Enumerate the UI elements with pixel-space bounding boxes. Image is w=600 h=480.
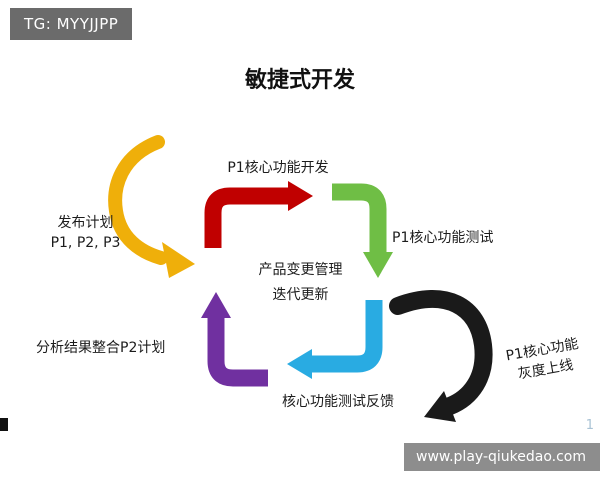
watermark-badge: TG: MYYJJPP xyxy=(10,8,133,40)
page-number: 1 xyxy=(585,418,594,433)
footer-url-bar: www.play-qiukedao.com xyxy=(404,443,600,471)
green-arrowhead xyxy=(363,252,393,278)
green-arrow xyxy=(332,183,387,252)
yellow-arrowhead xyxy=(162,242,195,278)
label-core-feature-dev: P1核心功能开发 xyxy=(227,160,329,176)
footer-url-text: www.play-qiukedao.com xyxy=(416,449,586,465)
red-arrowhead xyxy=(288,181,313,211)
blue-arrow xyxy=(312,300,383,373)
release-plan-line-2: P1, P2, P3 xyxy=(50,235,121,252)
purple-arrowhead xyxy=(201,292,231,318)
yellow-arrow xyxy=(108,135,168,265)
center-line-1: 产品变更管理 xyxy=(258,262,343,278)
diagram-title: 敏捷式开发 xyxy=(244,68,355,93)
label-core-feature-test: P1核心功能测试 xyxy=(392,230,494,246)
purple-arrow xyxy=(207,318,268,387)
black-arrowhead xyxy=(424,391,456,422)
label-center-change-management: 产品变更管理 迭代更新 xyxy=(228,258,373,308)
label-test-feedback: 核心功能测试反馈 xyxy=(282,394,394,410)
center-line-2: 迭代更新 xyxy=(272,287,329,304)
label-analysis-p2-plan: 分析结果整合P2计划 xyxy=(36,340,166,356)
label-release-plan: 发布计划 P1, P2, P3 xyxy=(28,213,143,254)
black-arrow xyxy=(389,290,493,415)
release-plan-line-1: 发布计划 xyxy=(57,215,114,231)
blue-arrowhead xyxy=(287,349,312,379)
red-arrow xyxy=(204,187,288,248)
corner-artifact xyxy=(0,418,8,431)
watermark-text: TG: MYYJJPP xyxy=(24,15,119,33)
